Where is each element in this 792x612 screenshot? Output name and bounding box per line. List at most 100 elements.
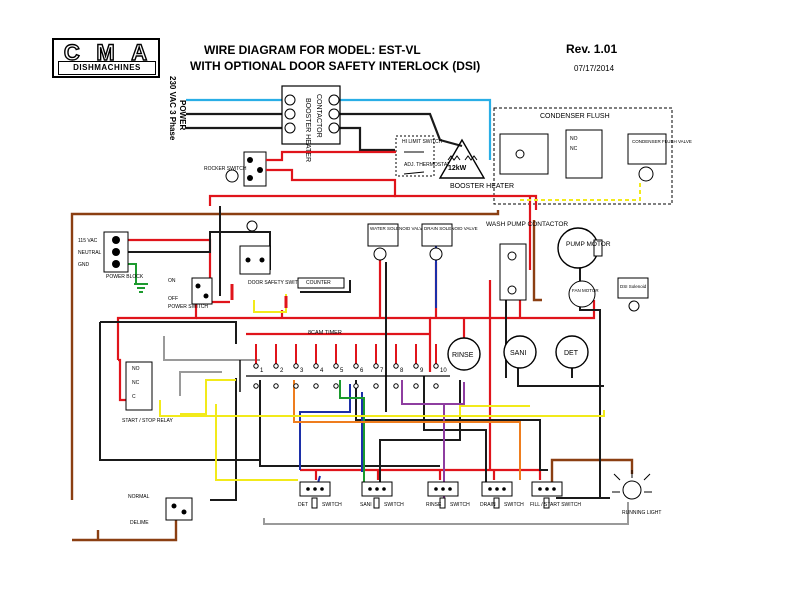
panel-switch: SANI SWITCH [360, 481, 404, 509]
start-stop-relay: NO NC C START / STOP RELAY [122, 361, 174, 424]
start-stop-relay-label: START / STOP RELAY [122, 418, 174, 424]
title-line-1: WIRE DIAGRAM FOR MODEL: EST-VL [204, 43, 421, 57]
booster-heater-contactor: BOOSTER HEATER CONTACTOR [281, 85, 341, 162]
fan-motor-label: FAN MOTOR [572, 288, 599, 293]
cf-no-label: NO [570, 136, 578, 142]
panel-switch-word: SWITCH [450, 502, 470, 508]
det-lamp: DET [555, 335, 589, 369]
running-light: RUNNING LIGHT [612, 470, 661, 516]
hi-limit-label: HI LIMIT SWITCH [402, 139, 443, 145]
cam-number: 9 [420, 368, 424, 374]
counter-label: COUNTER [306, 280, 331, 286]
condenser-flush-group: CONDENSER FLUSH NO NC CONDENSER FLUSH VA… [493, 107, 692, 205]
contactor-label: CONTACTOR [315, 94, 322, 138]
black-wiring [99, 206, 610, 501]
incoming-power-wires [186, 98, 492, 160]
panel-switch: DET SWITCH [298, 481, 342, 509]
gnd-label: GND [78, 262, 90, 268]
booster-heater-label: BOOSTER HEATER [450, 183, 514, 190]
cam-terminal: 10 [433, 344, 447, 389]
power-switch-label: POWER SWITCH [168, 304, 208, 310]
sani-lamp-label: SANI [510, 350, 526, 357]
drain-solenoid-label: DRAIN SOLENOID VALVE [424, 226, 478, 231]
revision-label: Rev. 1.01 [566, 42, 618, 56]
cam-timer-label: 8CAM TIMER [308, 330, 342, 336]
dsi-solenoid: DSI Solenoid [617, 277, 649, 312]
door-safety-switch-label: DOOR SAFETY SWITCH [248, 280, 305, 286]
cam-timer-terminals: 1 2 3 4 5 6 7 8 9 10 [253, 344, 447, 389]
sani-lamp: SANI [503, 335, 537, 369]
rocker-switch: ROCKER SWITCH [204, 151, 267, 187]
water-solenoid-label: WATER SOLENOID VALVE [370, 226, 425, 231]
power-block-label: POWER BLOCK [106, 274, 144, 280]
panel-switch-word: SWITCH [384, 502, 404, 508]
logo-letter-a: A [131, 39, 149, 65]
condenser-flush-label: CONDENSER FLUSH [540, 113, 610, 120]
cam-number: 8 [400, 368, 404, 374]
booster-heater-contactor-label: BOOSTER HEATER [304, 98, 311, 162]
power-label: POWER [178, 100, 187, 130]
drain-solenoid-valve: DRAIN SOLENOID VALVE [421, 223, 478, 261]
relay-no-label: NO [132, 366, 140, 372]
cam-terminal: 5 [333, 344, 344, 389]
off-label: OFF [168, 296, 178, 302]
rinse-lamp: RINSE [447, 337, 481, 371]
diagram-title: WIRE DIAGRAM FOR MODEL: EST-VL WITH OPTI… [190, 42, 480, 74]
normal-label: NORMAL [128, 494, 150, 500]
booster-heater-element: 12kW BOOSTER HEATER [438, 138, 514, 190]
cam-number: 4 [320, 368, 324, 374]
cam-terminal: 9 [413, 344, 424, 389]
relay-nc-label: NC [132, 380, 140, 386]
panel-switch-word: SWITCH [322, 502, 342, 508]
cam-number: 3 [300, 368, 304, 374]
title-line-2: WITH OPTIONAL DOOR SAFETY INTERLOCK (DSI… [190, 59, 481, 73]
cam-terminal: 6 [353, 344, 364, 389]
panel-switch: FILL / START SWITCH [530, 481, 581, 509]
door-safety-switch: DOOR SAFETY SWITCH [230, 220, 305, 308]
panel-switch-label: SANI [360, 502, 372, 508]
cam-terminal: 2 [273, 344, 284, 389]
cam-terminal: 7 [373, 344, 384, 389]
relay-c-label: C [132, 394, 136, 400]
dsi-solenoid-label: DSI Solenoid [620, 284, 647, 289]
panel-switch-label: DET [298, 502, 308, 508]
panel-switch-word: SWITCH [504, 502, 524, 508]
cam-number: 1 [260, 368, 264, 374]
wash-pump-contactor: WASH PUMP CONTACTOR [486, 221, 568, 301]
rinse-lamp-label: RINSE [452, 352, 474, 359]
colored-wiring [122, 182, 641, 525]
power-block: 115 VAC NEUTRAL GND POWER BLOCK [78, 231, 148, 293]
cam-number: 2 [280, 368, 284, 374]
rocker-switch-label: ROCKER SWITCH [204, 166, 247, 172]
revision-date: 07/17/2014 [574, 64, 615, 73]
wash-pump-contactor-label: WASH PUMP CONTACTOR [486, 221, 568, 228]
water-solenoid-valve: WATER SOLENOID VALVE [367, 223, 425, 261]
cma-logo: C M A DISHMACHINES [52, 38, 160, 78]
neutral-label: NEUTRAL [78, 250, 102, 256]
cf-nc-label: NC [570, 146, 578, 152]
pump-motor-label: PUMP MOTOR [566, 241, 611, 248]
adj-thermostat-label: ADJ. THERMOSTAT [404, 162, 450, 168]
normal-delime-switch: NORMAL DELIME [128, 494, 193, 526]
cam-terminal: 8 [393, 344, 404, 389]
cam-number: 6 [360, 368, 364, 374]
fan-motor: FAN MOTOR [568, 280, 599, 308]
panel-switch-label: DRAIN [480, 502, 496, 508]
panel-switch-label: FILL / START SWITCH [530, 502, 581, 508]
cam-terminal: 1 [253, 344, 264, 389]
on-label: ON [168, 278, 176, 284]
power-phase-label: 230 VAC 3 Phase [168, 76, 177, 141]
delime-label: DELIME [130, 520, 149, 526]
det-lamp-label: DET [564, 350, 579, 357]
cam-number: 5 [340, 368, 344, 374]
cam-terminal: 3 [293, 344, 304, 389]
cam-number: 7 [380, 368, 384, 374]
vac-115-label: 115 VAC [78, 238, 98, 244]
cam-number: 10 [440, 368, 447, 374]
logo-letter-c: C [63, 39, 81, 65]
main-red-wiring [110, 150, 596, 480]
logo-letter-m: M [96, 39, 116, 65]
